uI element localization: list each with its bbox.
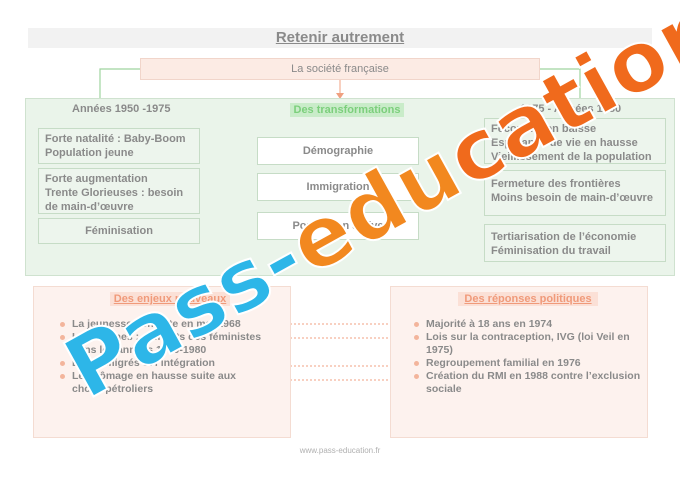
left-box-line: Forte natalité : Baby-Boom xyxy=(45,133,186,145)
society-box: La société française xyxy=(140,58,540,80)
right-box-line: Espérance de vie en hausse xyxy=(491,137,638,149)
list-item: Le chômage en hausse suite aux chocs pét… xyxy=(58,370,268,396)
footer-url: www.pass-education.fr xyxy=(299,446,381,455)
enjeux-list-container: La jeunesse conteste en mai 1968 Les fem… xyxy=(58,318,268,396)
list-item: Regroupement familial en 1976 xyxy=(412,357,642,370)
left-box-immigration: Forte augmentation Trente Glorieuses : b… xyxy=(38,168,200,214)
enjeux-heading: Des enjeux nouveaux xyxy=(110,292,230,306)
reponses-list: Majorité à 18 ans en 1974 Lois sur la co… xyxy=(412,318,642,396)
mid-box-active-population: Population active xyxy=(257,212,419,240)
right-box-line: Moins besoin de main-d’œuvre xyxy=(491,192,653,204)
enjeux-list: La jeunesse conteste en mai 1968 Les fem… xyxy=(58,318,268,396)
left-box-active-population: Féminisation xyxy=(38,218,200,244)
reponses-panel xyxy=(390,286,648,438)
mid-box-demography: Démographie xyxy=(257,137,419,165)
right-box-line: Tertiarisation de l’économie xyxy=(491,231,637,243)
right-box-line: Vieillissement de la population xyxy=(491,151,652,163)
list-item: Création du RMI en 1988 contre l’exclusi… xyxy=(412,370,642,396)
right-box-immigration: Fermeture des frontières Moins besoin de… xyxy=(484,170,666,216)
left-box-line: Forte augmentation xyxy=(45,173,148,185)
list-item: Les immigrés et l’intégration xyxy=(58,357,268,370)
left-box-line: Féminisation xyxy=(85,225,153,237)
reponses-heading: Des réponses politiques xyxy=(458,292,598,306)
right-box-active-population: Tertiarisation de l’économie Féminisatio… xyxy=(484,224,666,262)
right-box-line: Fermeture des frontières xyxy=(491,178,621,190)
list-item: La jeunesse conteste en mai 1968 xyxy=(58,318,268,331)
right-period-heading: 1975 - Années 1980 xyxy=(520,103,622,115)
left-box-demography: Forte natalité : Baby-Boom Population je… xyxy=(38,128,200,164)
left-box-line: Trente Glorieuses : besoin xyxy=(45,187,184,199)
mid-box-immigration: Immigration xyxy=(257,173,419,201)
left-box-line: Population jeune xyxy=(45,147,134,159)
list-item: Lois sur la contraception, IVG (loi Veil… xyxy=(412,331,642,357)
enjeux-panel xyxy=(33,286,291,438)
list-item: Majorité à 18 ans en 1974 xyxy=(412,318,642,331)
reponses-list-container: Majorité à 18 ans en 1974 Lois sur la co… xyxy=(412,318,642,396)
left-period-heading: Années 1950 -1975 xyxy=(72,103,171,115)
right-box-line: Fécondité en baisse xyxy=(491,123,597,135)
page-title: Retenir autrement xyxy=(28,28,652,48)
left-box-line: de main-d’œuvre xyxy=(45,201,134,213)
list-item: Les femmes : combats des féministes dans… xyxy=(58,331,268,357)
right-box-demography: Fécondité en baisse Espérance de vie en … xyxy=(484,118,666,164)
transformations-heading: Des transformations xyxy=(290,103,404,117)
right-box-line: Féminisation du travail xyxy=(491,245,611,257)
